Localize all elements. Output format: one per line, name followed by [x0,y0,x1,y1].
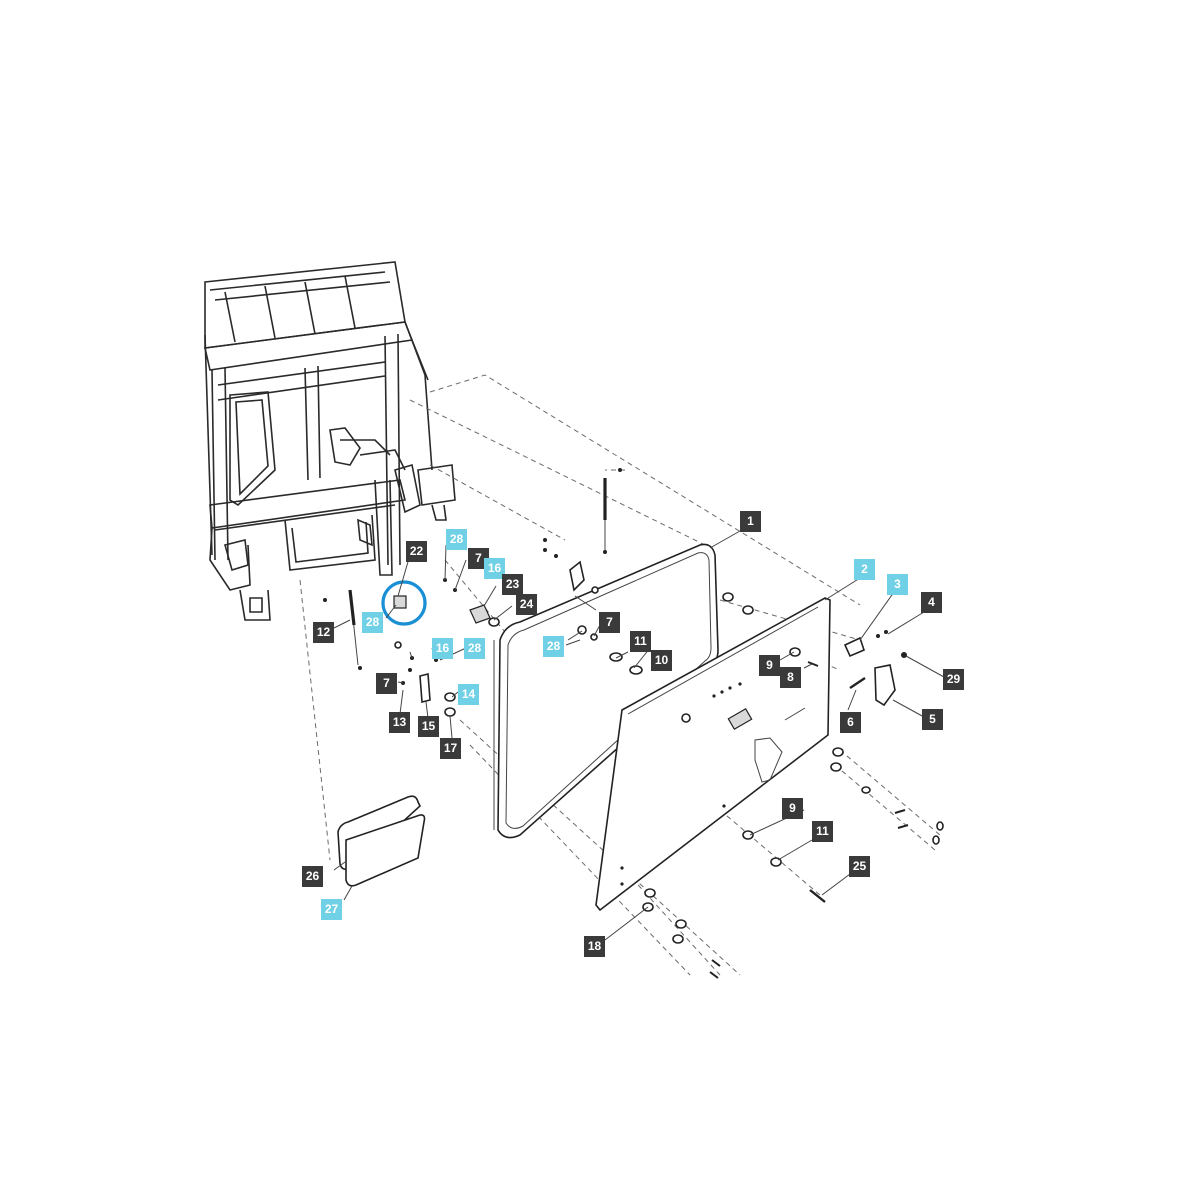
callout-29: 29 [943,669,964,690]
callout-28: 28 [446,529,467,550]
highlight-circle [381,580,427,626]
callout-23: 23 [502,574,523,595]
callout-18: 18 [584,936,605,957]
gas-strut-upper [603,468,622,554]
small-window-with-seal [337,795,426,887]
callout-28: 28 [464,638,485,659]
callout-27: 27 [321,899,342,920]
callout-3: 3 [887,574,908,595]
callout-1: 1 [740,511,761,532]
callout-6: 6 [840,712,861,733]
callout-7: 7 [468,548,489,569]
callout-5: 5 [922,709,943,730]
callout-17: 17 [440,738,461,759]
latch-hardware [393,595,456,717]
callout-11: 11 [812,821,833,842]
callout-9: 9 [759,655,780,676]
callout-8: 8 [780,667,801,688]
gas-strut-left [323,589,362,670]
callout-24: 24 [516,594,537,615]
callout-13: 13 [389,712,410,733]
cab-frame [204,261,456,621]
callout-2: 2 [854,559,875,580]
callout-16: 16 [484,558,505,579]
callout-4: 4 [921,592,942,613]
callout-25: 25 [849,856,870,877]
callout-14: 14 [458,684,479,705]
callout-7: 7 [599,612,620,633]
callout-12: 12 [313,622,334,643]
hardware-lower [642,830,826,979]
rear-window-panel [595,597,831,912]
callout-28: 28 [543,636,564,657]
rear-glass-with-seal [493,543,719,839]
callout-28: 28 [362,612,383,633]
callout-15: 15 [418,716,439,737]
callout-22: 22 [406,541,427,562]
callout-26: 26 [302,866,323,887]
hinge-hardware-right [722,592,944,845]
callout-11: 11 [630,631,651,652]
callout-10: 10 [651,650,672,671]
hinge-hardware-upper [443,538,643,675]
callout-9: 9 [782,798,803,819]
callout-16: 16 [432,638,453,659]
callout-7: 7 [376,673,397,694]
